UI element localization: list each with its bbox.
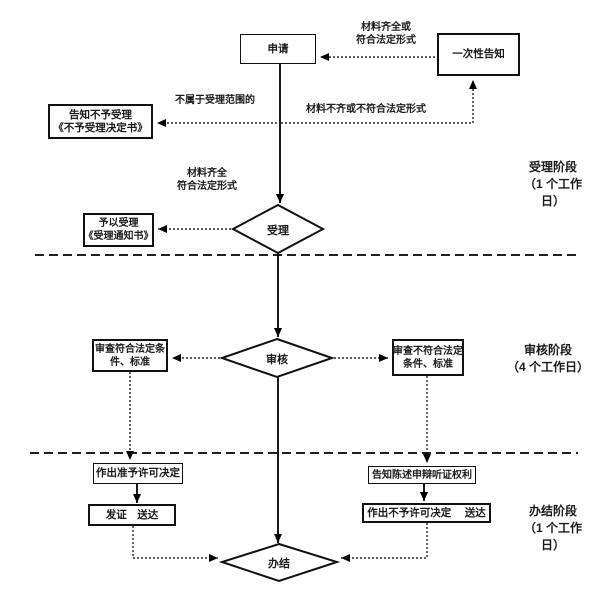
stage-label-review: 审核阶段 （4 个工作日） [506, 343, 589, 374]
diamond-finish-label: 办结 [268, 558, 290, 570]
node-issue-deliver: 发证 送达 [88, 504, 176, 526]
edge-label-materials-incomplete: 材料不齐或不符合法定形式 [306, 104, 426, 115]
edge-issue-to-finish [132, 526, 218, 562]
edge-apply-to-onetimenotice [281, 80, 477, 124]
edge-label-not-in-scope: 不属于受理范围的 [175, 95, 255, 106]
node-one-time-notice: 一次性告知 [437, 33, 520, 76]
edge-label-materials-complete-or-legal: 材料齐全或 符合法定形式 [356, 22, 416, 46]
diamond-accept-shape [230, 203, 326, 255]
node-grant-decision: 作出准予许可决定 [93, 463, 183, 484]
node-notify-rights: 告知陈述申辩听证权利 [368, 466, 476, 484]
node-deny-deliver: 作出不予许可决定 送达 [362, 503, 491, 523]
diamond-finish-shape [218, 542, 341, 583]
stage-label-acceptance: 受理阶段 （1 个工作 日） [523, 160, 582, 208]
node-review-pass: 审查符合法定条 件、标准 [92, 339, 168, 372]
edge-label-materials-complete-legal: 材料齐全 符合法定形式 [177, 168, 237, 192]
node-notify-reject: 告知不予受理 《不予受理决定书》 [48, 104, 153, 139]
node-apply: 申请 [240, 34, 316, 64]
diamond-review-label: 审核 [266, 354, 288, 366]
diamond-accept-label: 受理 [267, 225, 289, 237]
edge-deny-to-finish [341, 523, 428, 562]
stage-label-completion: 办结阶段 （1 个工作 日） [523, 504, 582, 552]
node-review-fail: 审查不符合法定 条件、标准 [392, 339, 464, 376]
diamond-review-shape [218, 337, 336, 379]
node-grant-accept: 予以受理 《受理通知书》 [83, 213, 154, 247]
